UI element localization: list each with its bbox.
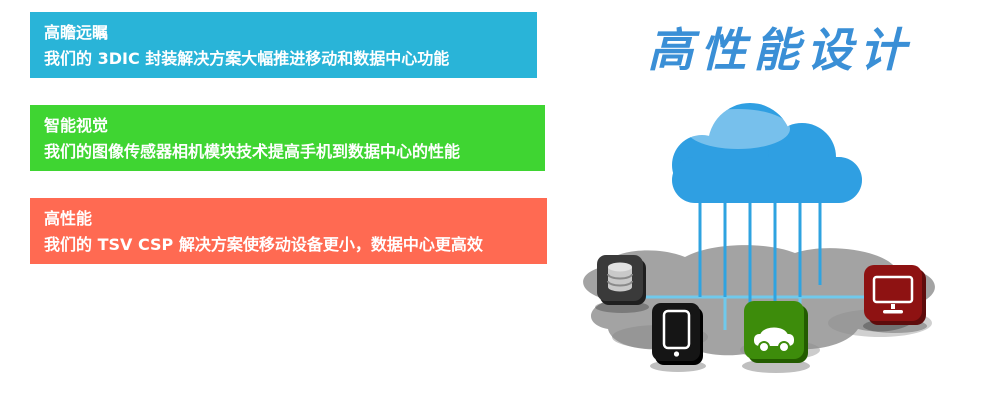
cloud-devices-illustration: [583, 103, 935, 373]
banner-title: 智能视觉: [44, 116, 109, 135]
database-icon: [595, 255, 649, 313]
banner-description: 我们的 TSV CSP 解决方案使移动设备更小，数据中心更高效: [44, 235, 483, 254]
feature-banner-list: 高瞻远瞩 我们的 3DIC 封装解决方案大幅推进移动和数据中心功能 智能视觉 我…: [30, 12, 547, 264]
cloud-connector-lines: [698, 197, 822, 325]
cloud-icon: [672, 103, 862, 203]
page-title: 高性能设计: [647, 23, 913, 77]
banner-high-performance: 高性能 我们的 TSV CSP 解决方案使移动设备更小，数据中心更高效: [30, 198, 547, 264]
banner-description: 我们的图像传感器相机模块技术提高手机到数据中心的性能: [44, 142, 461, 161]
banner-title: 高瞻远瞩: [44, 23, 109, 42]
banner-foresight: 高瞻远瞩 我们的 3DIC 封装解决方案大幅推进移动和数据中心功能: [30, 12, 537, 78]
tablet-icon: [650, 303, 706, 372]
monitor-icon: [863, 265, 927, 333]
banner-smart-vision: 智能视觉 我们的图像传感器相机模块技术提高手机到数据中心的性能: [30, 105, 545, 171]
car-icon: [742, 301, 810, 373]
banner-description: 我们的 3DIC 封装解决方案大幅推进移动和数据中心功能: [44, 49, 450, 68]
cloud-highlight: [686, 109, 790, 149]
banner-title: 高性能: [44, 209, 93, 228]
